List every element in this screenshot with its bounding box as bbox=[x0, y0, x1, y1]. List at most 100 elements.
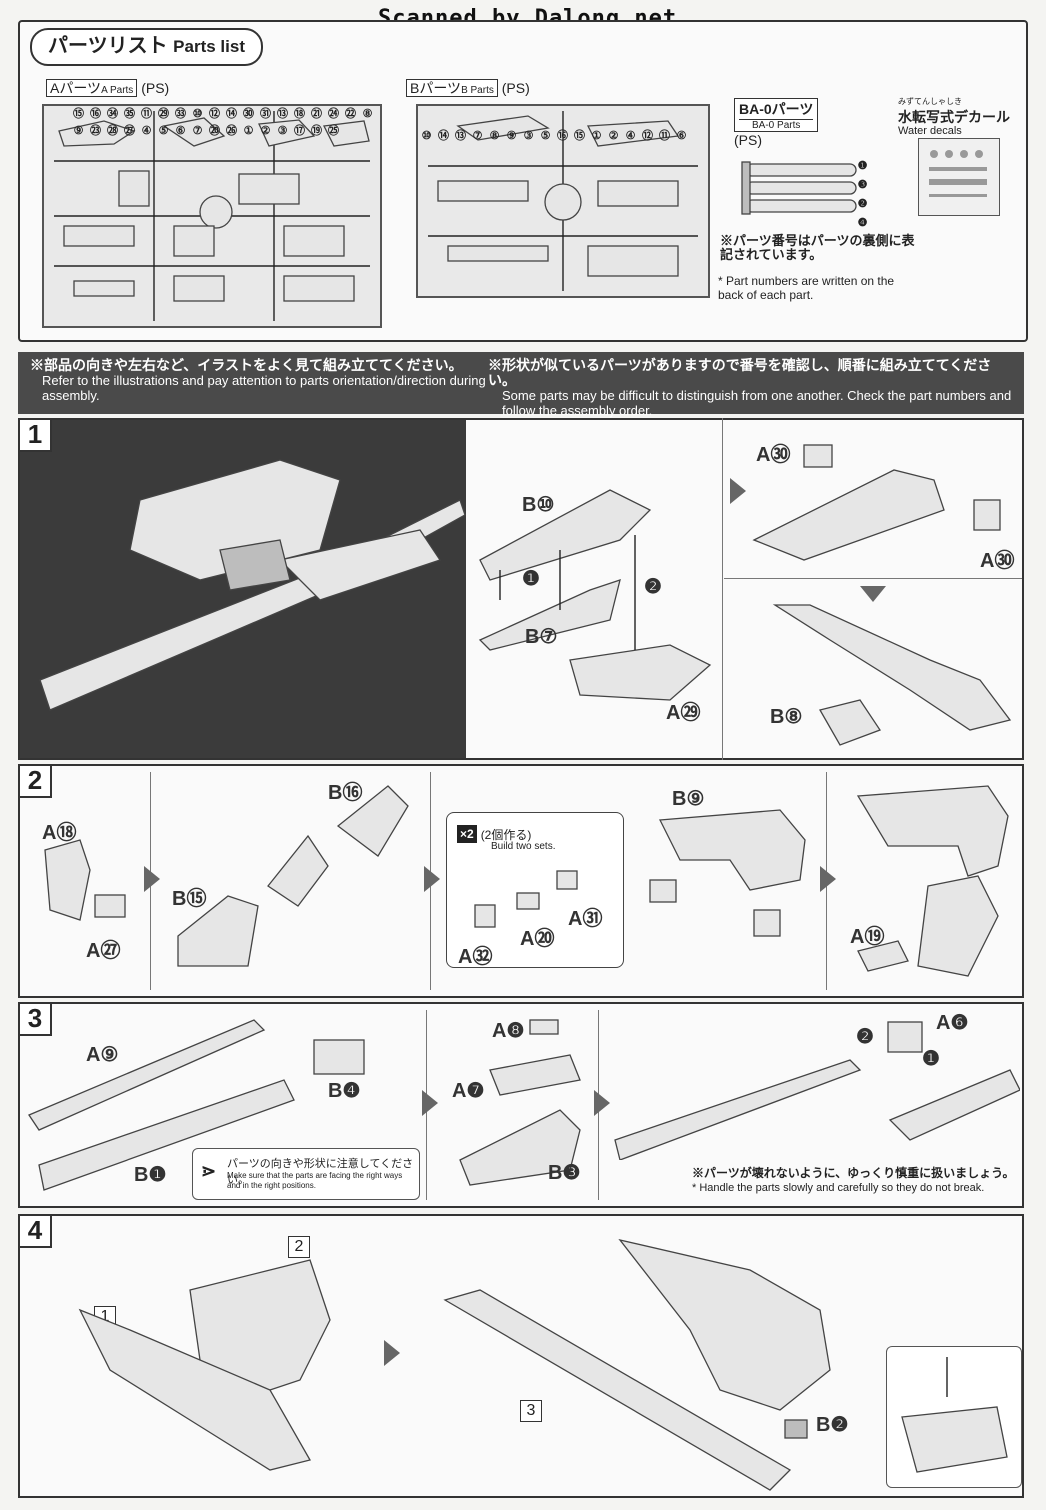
step-1-number: 1 bbox=[18, 418, 52, 452]
step-3-handle-note-en: * Handle the parts slowly and carefully … bbox=[692, 1182, 985, 1194]
a-runner-part-number: ㉙ bbox=[158, 108, 169, 120]
a-runner-part-number: ㉖ bbox=[226, 125, 237, 137]
step-2-assembled-illustration bbox=[856, 785, 1009, 977]
a-runner-part-number: ㉑ bbox=[311, 108, 322, 120]
ba0-sprue-illustration bbox=[741, 161, 857, 215]
decal-label: みずてんしゃしき 水転写式デカール Water decals bbox=[898, 96, 1010, 137]
ba0-label: BA-0パーツ BA-0 Parts (PS) bbox=[734, 98, 819, 148]
step-2-label-a18: A⑱ bbox=[42, 822, 77, 844]
step-2-label-a20: A⑳ bbox=[520, 928, 555, 950]
step-2-build-two-en: Build two sets. bbox=[491, 841, 556, 852]
a-runner-part-number: ⑱ bbox=[294, 108, 305, 120]
a-runner-part-number: ㉝ bbox=[175, 108, 186, 120]
a-runner-label: AパーツA Parts (PS) bbox=[46, 78, 169, 98]
step-2-label-a27: A㉗ bbox=[86, 940, 121, 962]
b-runner-illustration bbox=[428, 111, 698, 291]
b-runner-part-number: ② bbox=[608, 130, 619, 142]
step-3-mid-parts-illustration bbox=[459, 1019, 581, 1186]
step-4-subassembly-illustration bbox=[78, 1259, 331, 1471]
step-1-arrow-right bbox=[730, 478, 746, 504]
step-2-build-two-illustration bbox=[474, 870, 578, 928]
step-1-order-2: ❷ bbox=[644, 576, 662, 598]
parts-list-title-en: Parts list bbox=[173, 37, 245, 56]
b-runner-part-number: ① bbox=[591, 130, 602, 142]
step-2-parts-b15-b16-illustration bbox=[177, 785, 409, 967]
b-runner-part-number: ⑦ bbox=[472, 130, 483, 142]
a-runner-part-number: ⑬ bbox=[277, 108, 288, 120]
a-runner-part-number: ⑤ bbox=[158, 125, 169, 137]
warning-bar: ※部品の向きや左右など、イラストをよく見て組み立ててください。 Refer to… bbox=[18, 352, 1024, 418]
step-2-label-b15: B⑮ bbox=[172, 888, 207, 910]
step-4-ref-3: 3 bbox=[520, 1400, 542, 1422]
step-3-order-2: ❷ bbox=[856, 1026, 874, 1048]
decal-sheet-image bbox=[918, 138, 1000, 216]
b-runner-part-number: ④ bbox=[625, 130, 636, 142]
step-3-label-b3: B❸ bbox=[548, 1162, 581, 1184]
step-1-label-b8: B⑧ bbox=[770, 706, 803, 728]
a-runner-material: (PS) bbox=[141, 80, 170, 96]
a-runner-part-number: ㉕ bbox=[328, 125, 339, 137]
b-runner-part-number: ⑧ bbox=[489, 130, 500, 142]
b-runner-part-number: ⑫ bbox=[642, 130, 653, 142]
step-1-label-a30-right: A㉚ bbox=[980, 550, 1015, 572]
b-runner-part-number: ⑤ bbox=[540, 130, 551, 142]
step-2-label-a19: A⑲ bbox=[850, 926, 885, 948]
step-1-order-1: ❶ bbox=[522, 568, 540, 590]
step-1-parts-illustration bbox=[478, 489, 712, 701]
a-runner-part-number: ㉚ bbox=[243, 108, 254, 120]
step-2-label-a31: A㉛ bbox=[568, 908, 603, 930]
warning-left-en: Refer to the illustrations and pay atten… bbox=[42, 373, 486, 403]
decal-jp: 水転写式デカール bbox=[898, 109, 1010, 125]
step-2-number: 2 bbox=[18, 764, 52, 798]
step-2-arrow-1 bbox=[144, 866, 160, 892]
step-2-arrow-2 bbox=[424, 866, 440, 892]
step-4-label-b2: B❷ bbox=[816, 1414, 849, 1436]
step-1-label-a30-top: A㉚ bbox=[756, 444, 791, 466]
parts-list-title: パーツリスト Parts list bbox=[30, 28, 263, 66]
warning-right-en: Some parts may be difficult to distingui… bbox=[502, 388, 1012, 418]
step-1-divider-h bbox=[724, 578, 1022, 579]
b-runner-part-number: ⑪ bbox=[659, 130, 670, 142]
a-runner-part-number: ⑯ bbox=[90, 108, 101, 120]
step-2-label-a32: A㉜ bbox=[458, 946, 493, 968]
a-runner-part-number: ⑳ bbox=[209, 125, 220, 137]
ba0-part-number: ❹ bbox=[857, 217, 868, 229]
warning-left-jp: ※部品の向きや左右など、イラストをよく見て組み立ててください。 bbox=[30, 357, 463, 373]
a-runner-part-number: ⑭ bbox=[226, 108, 237, 120]
a-runner-part-number: ㉟ bbox=[124, 108, 135, 120]
step-3-number: 3 bbox=[18, 1002, 52, 1036]
caution-arrow-icon: ⋗ bbox=[201, 1161, 217, 1181]
a-runner-part-number: ⑥ bbox=[175, 125, 186, 137]
step-1-label-b10: B⑩ bbox=[522, 494, 555, 516]
step-1-divider bbox=[722, 418, 723, 760]
step-3-label-a8: A❽ bbox=[492, 1020, 525, 1042]
step-4-arrow bbox=[384, 1340, 400, 1366]
step-3-order-1: ❶ bbox=[922, 1048, 940, 1070]
b-runner-frame bbox=[416, 104, 710, 298]
a-runner-part-number: ㉞ bbox=[107, 108, 118, 120]
step-4-ref-2: 2 bbox=[288, 1236, 310, 1258]
step-4-final-assembly-illustration bbox=[443, 1238, 831, 1491]
a-runner-part-number: ㉘ bbox=[107, 125, 118, 137]
a-runner-part-number: ⑰ bbox=[294, 125, 305, 137]
step-2-part-b9-illustration bbox=[649, 809, 806, 937]
a-runner-part-number: ⑮ bbox=[73, 108, 84, 120]
step-2-part-a18-illustration bbox=[44, 839, 126, 921]
step-3-caution-en: Make sure that the parts are facing the … bbox=[227, 1171, 403, 1190]
a-runner-part-number: ⑲ bbox=[311, 125, 322, 137]
ba0-material: (PS) bbox=[734, 132, 762, 148]
a-runner-part-number: ① bbox=[243, 125, 254, 137]
decal-ruby: みずてんしゃしき bbox=[898, 97, 962, 106]
step-3-arrow-2 bbox=[594, 1090, 610, 1116]
warning-right-jp: ※形状が似ているパーツがありますので番号を確認し、順番に組み立ててください。 bbox=[488, 357, 992, 388]
step-3-label-b4: B❹ bbox=[328, 1080, 361, 1102]
step-3-label-a7: A❼ bbox=[452, 1080, 485, 1102]
step-1-attach-b8-illustration bbox=[772, 604, 1012, 746]
step-3-barrel-illustration bbox=[28, 1019, 365, 1191]
partnum-note-jp: ※パーツ番号はパーツの裏側に表記されています。 bbox=[720, 233, 915, 262]
step-3-label-a6: A❻ bbox=[936, 1012, 969, 1034]
a-runner-part-number: ㉔ bbox=[328, 108, 339, 120]
step-3-assembled-barrel-illustration bbox=[614, 1021, 1020, 1160]
step-3-label-a9: A⑨ bbox=[86, 1044, 119, 1066]
